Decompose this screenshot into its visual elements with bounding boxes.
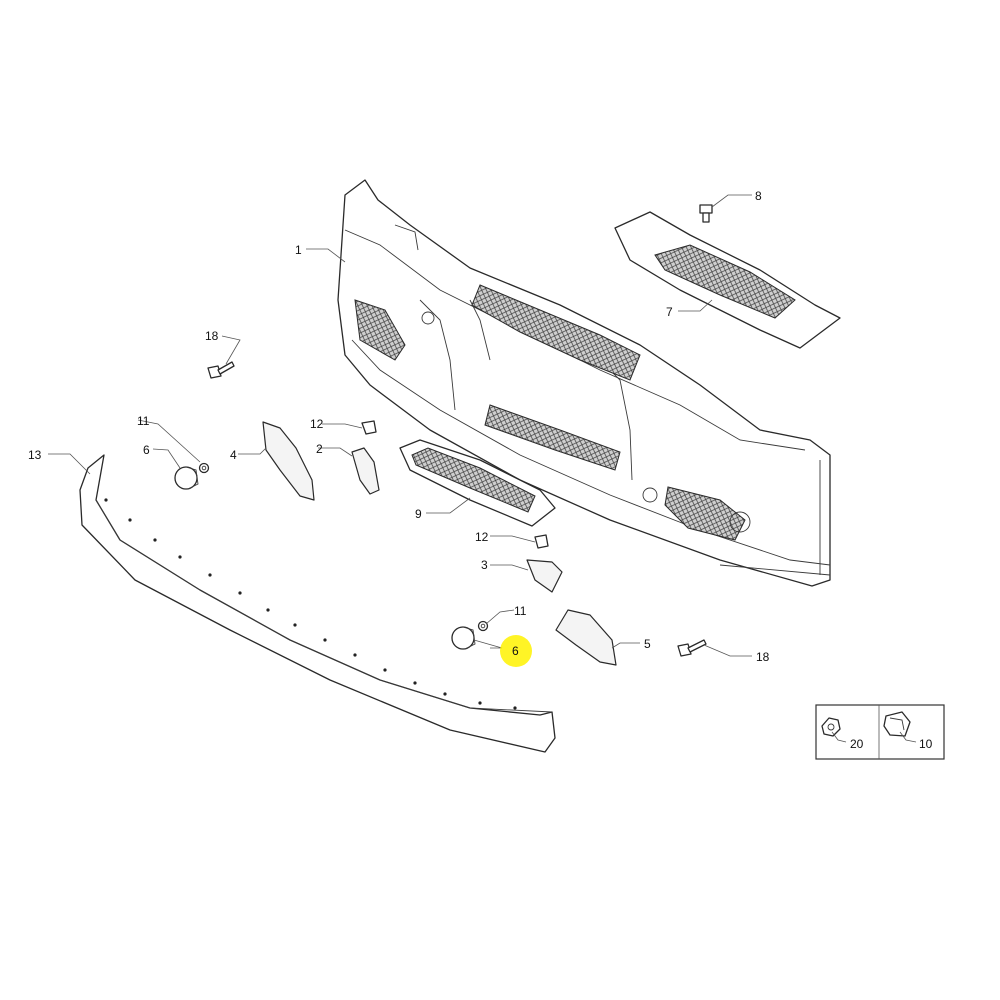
bolt-18-lower xyxy=(677,639,707,657)
callout-3: 3 xyxy=(481,558,488,572)
callout-6-right: 6 xyxy=(512,644,519,658)
cover-plate-4 xyxy=(262,421,315,501)
callout-12-upper: 12 xyxy=(310,417,324,431)
callout-7: 7 xyxy=(666,305,673,319)
fog-lamp-6-right xyxy=(451,626,476,650)
callout-18-upper: 18 xyxy=(205,329,219,343)
callout-20: 20 xyxy=(850,737,864,751)
nut-20 xyxy=(821,717,841,737)
cover-plate-5 xyxy=(555,609,617,666)
callout-12-lower: 12 xyxy=(475,530,489,544)
bolt-18-upper xyxy=(207,361,235,379)
callout-1: 1 xyxy=(295,243,302,257)
nut-11-right xyxy=(477,620,489,632)
leader-lines xyxy=(48,194,917,743)
front-bumper-shell xyxy=(337,179,831,587)
callout-2: 2 xyxy=(316,442,323,456)
bolt-8 xyxy=(699,204,713,223)
small-cover-3 xyxy=(526,559,563,593)
callout-10: 10 xyxy=(919,737,933,751)
clip-12-upper xyxy=(361,420,377,435)
callout-11-right: 11 xyxy=(514,604,527,618)
callout-4: 4 xyxy=(230,448,237,462)
strip-holes xyxy=(104,498,517,710)
lower-bumper-strip xyxy=(79,454,556,753)
fog-lamp-6-left xyxy=(174,466,199,490)
lower-grille-insert xyxy=(399,439,556,527)
callout-6-left: 6 xyxy=(143,443,150,457)
nut-11-left xyxy=(198,462,210,474)
callout-13: 13 xyxy=(28,448,42,462)
callout-5: 5 xyxy=(644,637,651,651)
callout-8: 8 xyxy=(755,189,762,203)
callout-9: 9 xyxy=(415,507,422,521)
clip-10 xyxy=(883,711,911,737)
callout-labels: 1 8 7 18 11 6 4 12 2 13 9 12 3 11 6 5 18… xyxy=(28,189,933,751)
inset-box xyxy=(815,704,945,760)
highlight-marker xyxy=(500,635,532,667)
callout-18-lower: 18 xyxy=(756,650,770,664)
upper-grille-panel xyxy=(614,211,841,349)
small-cover-2 xyxy=(351,447,380,495)
clip-12-lower xyxy=(534,534,549,549)
callout-11-left: 11 xyxy=(137,414,150,428)
